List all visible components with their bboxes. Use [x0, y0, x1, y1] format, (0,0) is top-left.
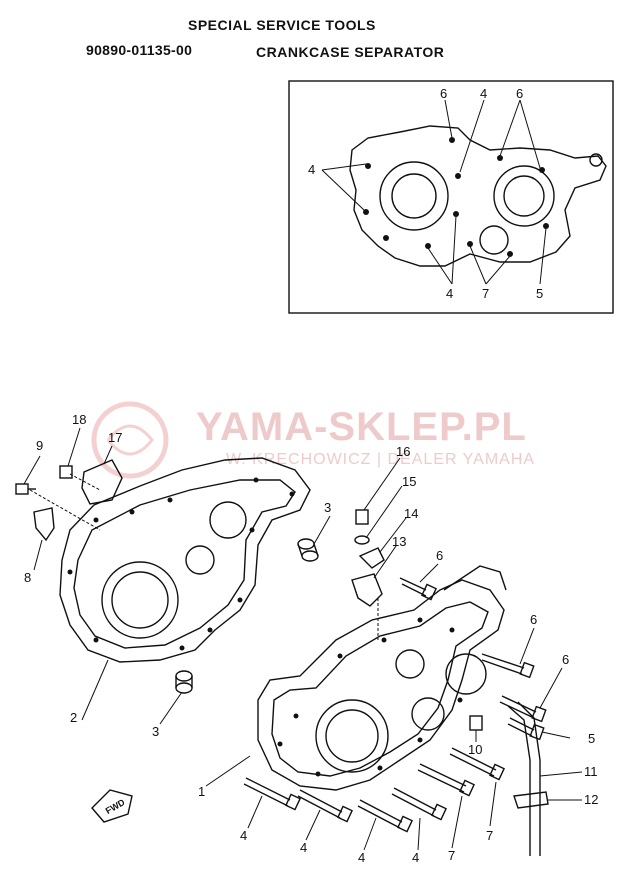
tool-part-number: 90890-01135-00 — [86, 42, 193, 58]
inset-callout: 6 — [440, 86, 447, 101]
bolt-4-b — [297, 789, 353, 823]
callout-1: 1 — [198, 784, 205, 799]
callout-6: 6 — [530, 612, 537, 627]
callout-18: 18 — [72, 412, 86, 427]
inset-frame — [288, 80, 614, 314]
bolt-4-c — [357, 799, 413, 833]
part-14-clamp — [358, 547, 385, 569]
watermark-logo — [91, 401, 169, 479]
callout-8: 8 — [24, 570, 31, 585]
part-18-bolt — [59, 465, 73, 479]
bolt-7-b — [449, 747, 505, 781]
header-title: SPECIAL SERVICE TOOLS — [188, 17, 376, 33]
callout-13: 13 — [392, 534, 406, 549]
part-10-plug — [469, 715, 483, 731]
part-9-bolt — [15, 483, 36, 495]
callout-15: 15 — [402, 474, 416, 489]
callout-12: 12 — [584, 792, 598, 807]
callout-16: 16 — [396, 444, 410, 459]
callout-17: 17 — [108, 430, 122, 445]
inset-callout: 4 — [480, 86, 487, 101]
inset-callout: 4 — [446, 286, 453, 301]
part-11-hose — [507, 701, 541, 856]
callout-14: 14 — [404, 506, 418, 521]
callout-5: 5 — [588, 731, 595, 746]
callout-3: 3 — [152, 724, 159, 739]
inset-callout: 7 — [482, 286, 489, 301]
callout-7: 7 — [486, 828, 493, 843]
dowel-pin-lower — [175, 670, 193, 694]
callout-3: 3 — [324, 500, 331, 515]
part-8-bracket — [33, 507, 55, 542]
part-15-washer — [354, 535, 370, 545]
callout-4: 4 — [358, 850, 365, 865]
fwd-arrow-icon: FWD — [91, 789, 133, 823]
inset-callout: 5 — [536, 286, 543, 301]
callout-10: 10 — [468, 742, 482, 757]
part-17-cover — [81, 459, 123, 505]
crankcase-left — [59, 457, 311, 663]
bolt-4-a — [243, 777, 301, 811]
callout-9: 9 — [36, 438, 43, 453]
bolt-4-d — [391, 787, 447, 821]
callout-6: 6 — [562, 652, 569, 667]
callout-11: 11 — [584, 764, 598, 779]
bolt-6-upper — [399, 577, 437, 601]
inset-callout: 6 — [516, 86, 523, 101]
bolt-6-right-a — [481, 653, 535, 679]
callout-4: 4 — [412, 850, 419, 865]
fwd-label: FWD — [104, 797, 127, 816]
callout-2: 2 — [70, 710, 77, 725]
watermark-brand: YAMA-SKLEP.PL — [196, 405, 527, 449]
callout-labels: 1 2 3 3 4 4 4 4 5 6 6 6 7 7 8 9 10 11 12… — [24, 412, 598, 865]
bolt-5 — [507, 717, 545, 741]
callout-4: 4 — [240, 828, 247, 843]
callout-leaders — [23, 427, 583, 851]
part-12-clamp — [513, 791, 549, 809]
callout-4: 4 — [300, 840, 307, 855]
inset-diagram: 6 4 6 4 4 7 5 — [288, 80, 614, 314]
bolt-7-a — [417, 763, 475, 797]
inset-callout: 4 — [308, 162, 315, 177]
crankcase-right — [257, 565, 507, 791]
callout-6: 6 — [436, 548, 443, 563]
bolt-6-right-b — [499, 695, 547, 723]
callout-7: 7 — [448, 848, 455, 863]
part-16-bolt — [355, 509, 369, 525]
part-13-bracket — [351, 573, 383, 607]
watermark-dealer: W. KRECHOWICZ | DEALER YAMAHA — [226, 451, 536, 468]
tool-name: CRANKCASE SEPARATOR — [256, 44, 445, 60]
